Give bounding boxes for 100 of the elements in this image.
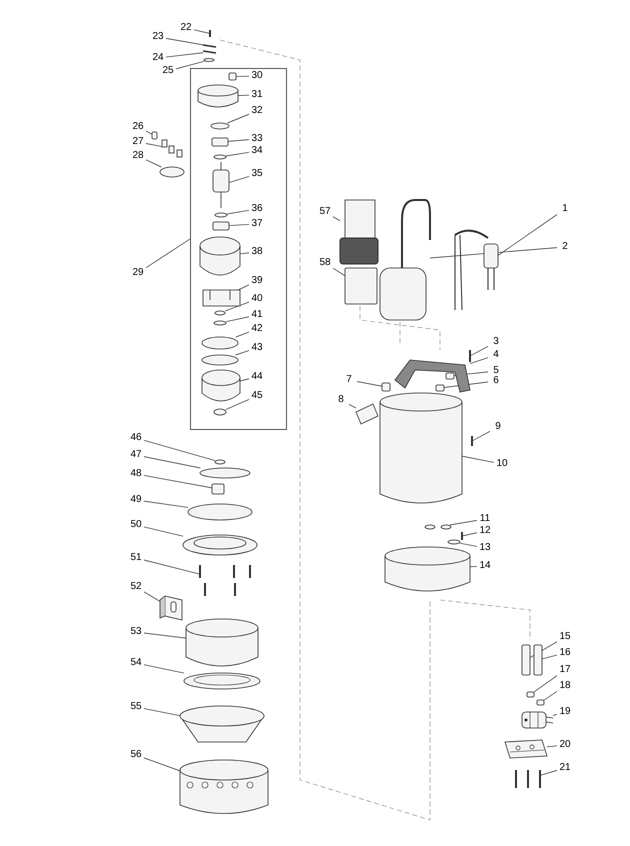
callout-number: 10 (494, 458, 510, 470)
callout-number: 56 (128, 749, 144, 761)
sleeve (186, 618, 258, 666)
leader-line (552, 714, 558, 716)
callout-number: 46 (128, 432, 144, 444)
leader-line (238, 94, 250, 96)
leader-line (332, 268, 346, 276)
callout-number: 34 (249, 145, 265, 157)
leader-line (176, 61, 204, 70)
terminal-block (504, 740, 548, 758)
leader-line (227, 114, 250, 124)
pump-housing (384, 546, 470, 592)
callout-number: 48 (128, 468, 144, 480)
leader-line (356, 381, 382, 387)
leader-line (228, 176, 250, 183)
strainer (180, 760, 268, 814)
callout-number: 32 (249, 105, 265, 117)
screw-set (162, 140, 182, 158)
handle-insert (436, 384, 444, 392)
leader-line (226, 399, 250, 410)
callout-number: 28 (130, 150, 146, 162)
seal-ring (448, 540, 460, 544)
leader-line (235, 350, 250, 356)
leader-line (144, 456, 201, 468)
callout-number: 21 (557, 762, 573, 774)
callout-number: 25 (160, 65, 176, 77)
callout-number: 52 (128, 581, 144, 593)
callout-number: 13 (477, 542, 493, 554)
callout-number: 16 (557, 647, 573, 659)
callout-number: 8 (333, 394, 349, 406)
leader-line (240, 378, 250, 382)
callout-number: 36 (249, 203, 265, 215)
callout-number: 7 (341, 374, 357, 386)
seal-ring (210, 122, 230, 130)
o-ring (160, 166, 184, 178)
callout-number: 31 (249, 89, 265, 101)
washer (214, 154, 226, 160)
leader-line (470, 346, 488, 356)
wire (202, 50, 216, 54)
leader-line (144, 664, 184, 674)
callout-number: 53 (128, 626, 144, 638)
leader-line (228, 224, 250, 226)
callout-number: 45 (249, 390, 265, 402)
cup (202, 370, 240, 402)
leader-line (144, 526, 184, 537)
callout-number: 29 (130, 267, 146, 279)
callout-number: 54 (128, 657, 144, 669)
nut (212, 484, 224, 494)
leader-line (238, 284, 250, 290)
callout-number: 51 (128, 552, 144, 564)
callout-number: 43 (249, 342, 265, 354)
leader-line (144, 632, 186, 638)
washer (204, 58, 214, 62)
callout-number: 55 (128, 701, 144, 713)
hose-connector (340, 200, 378, 264)
leader-line (144, 560, 200, 575)
impeller (202, 290, 240, 306)
adapter (344, 268, 378, 304)
callout-number: 2 (557, 241, 573, 253)
washer (214, 310, 226, 316)
rotor-shaft (212, 162, 230, 208)
capacitor (522, 712, 554, 728)
callout-number: 12 (477, 525, 493, 537)
callout-number: 9 (490, 421, 506, 433)
bearing (212, 222, 230, 230)
callout-number: 40 (249, 293, 265, 305)
leader-line (236, 76, 250, 77)
callout-number: 1 (557, 203, 573, 215)
callout-number: 57 (317, 206, 333, 218)
leader-line (462, 532, 478, 536)
leader-line (226, 316, 250, 322)
plug (228, 72, 236, 80)
screw-set (515, 770, 541, 788)
leader-line (144, 500, 188, 508)
leader-line (470, 566, 478, 568)
callout-number: 23 (150, 31, 166, 43)
washer (214, 212, 228, 218)
flange (182, 534, 258, 556)
leader-line (534, 675, 558, 692)
bearing (212, 138, 228, 146)
screw (152, 132, 158, 140)
callout-number: 41 (249, 309, 265, 321)
callout-number: 58 (317, 257, 333, 269)
leader-line (472, 430, 490, 442)
callout-number: 39 (249, 275, 265, 287)
leader-line (240, 252, 250, 254)
handle (394, 360, 470, 392)
handle-insert (446, 372, 454, 380)
leader-line (146, 143, 162, 147)
callout-number: 30 (249, 70, 265, 82)
leader-line (236, 332, 250, 338)
nut (526, 692, 534, 698)
callout-number: 44 (249, 371, 265, 383)
callout-number: 20 (557, 739, 573, 751)
leader-line (146, 238, 190, 268)
callout-number: 3 (488, 336, 504, 348)
callout-number: 22 (178, 22, 194, 34)
gasket (202, 354, 238, 366)
stator (200, 236, 240, 276)
leader-line (146, 159, 162, 168)
